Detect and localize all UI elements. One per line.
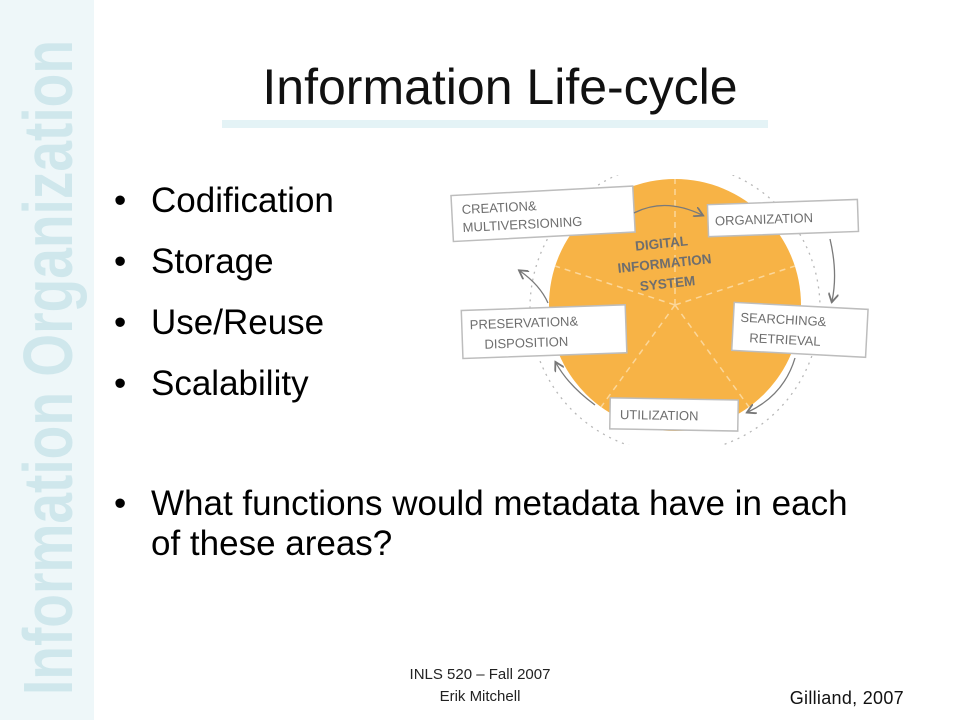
arrow-icon xyxy=(748,357,796,412)
center-label-line: SYSTEM xyxy=(639,273,696,294)
footer-author: Erik Mitchell xyxy=(439,688,521,705)
bullet-dot: • xyxy=(114,181,127,220)
bullet-item: • Storage xyxy=(114,242,334,282)
bullet-dot: • xyxy=(114,303,127,342)
slide-title: Information Life-cycle xyxy=(262,59,738,115)
sidebar-watermark: Information Organization xyxy=(9,40,87,695)
sidebar-watermark-text: Information Organization xyxy=(9,40,87,695)
bullet-list: • Codification • Storage • Use/Reuse • Scala… xyxy=(114,181,334,425)
footer-course: INLS 520 – Fall 2007 xyxy=(409,666,551,683)
stage-box-organization xyxy=(706,198,860,238)
bullet-dot: • xyxy=(114,484,127,523)
stage-label: DISPOSITION xyxy=(484,334,568,352)
question-text: What functions would metadata have in ea… xyxy=(151,484,848,563)
stage-label: ORGANIZATION xyxy=(715,210,813,228)
arrow-icon xyxy=(556,363,596,406)
lifecycle-diagram: DIGITAL INFORMATION SYSTEM CREATION& MUL… xyxy=(450,175,869,445)
question-list: • What functions would metadata have in e… xyxy=(114,484,874,564)
stage-label: SEARCHING& xyxy=(740,310,827,329)
stage-box-creation xyxy=(450,185,636,243)
bullet-item: • Use/Reuse xyxy=(114,303,334,343)
stage-box-preservation xyxy=(460,304,628,360)
bullet-item: • Codification xyxy=(114,181,334,221)
center-label-line: DIGITAL xyxy=(634,233,688,253)
bullet-text: Scalability xyxy=(151,364,309,403)
sidebar-band xyxy=(0,0,94,720)
stage-box-utilization xyxy=(608,397,740,432)
source-credit: Gilliand, 2007 xyxy=(789,688,904,708)
stage-label: UTILIZATION xyxy=(620,407,699,423)
bullet-text: Codification xyxy=(151,181,334,220)
bullet-text: Storage xyxy=(151,242,274,281)
stage-label: PRESERVATION& xyxy=(470,313,579,332)
bullet-dot: • xyxy=(114,242,127,281)
stage-label: RETRIEVAL xyxy=(749,330,821,349)
stage-label: MULTIVERSIONING xyxy=(462,214,582,235)
question-item: • What functions would metadata have in e… xyxy=(114,484,874,564)
arrow-icon xyxy=(633,204,702,215)
bullet-item: • Scalability xyxy=(114,364,334,404)
arrow-icon xyxy=(830,238,835,301)
arrow-icon xyxy=(520,271,549,304)
stage-box-searching xyxy=(730,301,869,359)
slide-footer: INLS 520 – Fall 2007 Erik Mitchell xyxy=(330,664,630,708)
stage-label: CREATION& xyxy=(461,198,537,217)
bullet-dot: • xyxy=(114,364,127,403)
disc-spokes xyxy=(554,179,796,408)
title-underline xyxy=(222,120,768,128)
bullet-text: Use/Reuse xyxy=(151,303,325,342)
